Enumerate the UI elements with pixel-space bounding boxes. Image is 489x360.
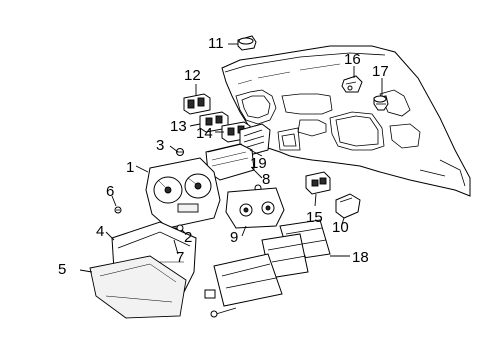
callout-13: 13 [170, 118, 187, 135]
callout-19: 19 [250, 155, 267, 172]
callout-1: 1 [126, 159, 134, 176]
part-12-switch [183, 93, 211, 115]
callout-3: 3 [156, 137, 164, 154]
part-1-instrument-cluster [145, 157, 221, 229]
callout-16: 16 [344, 51, 361, 68]
callout-15: 15 [306, 209, 323, 226]
part-9-bezel [225, 187, 285, 229]
part-16-bracket [341, 75, 363, 93]
callout-10: 10 [332, 219, 349, 236]
callout-12: 12 [184, 67, 201, 84]
callout-labels: 11 16 17 12 13 14 3 19 1 8 6 15 10 4 9 2… [58, 35, 389, 278]
callout-9: 9 [230, 229, 238, 246]
callout-2: 2 [184, 229, 192, 246]
part-3-screw [176, 148, 184, 156]
callout-8: 8 [262, 171, 270, 188]
callout-11: 11 [208, 35, 224, 52]
part-13-switch [199, 111, 229, 133]
instrument-panel [221, 45, 471, 197]
callout-18: 18 [352, 249, 369, 266]
part-5-lens [89, 255, 187, 319]
callout-17: 17 [372, 63, 389, 80]
callout-7: 7 [176, 249, 184, 266]
callout-6: 6 [106, 183, 114, 200]
part-11-knob [237, 35, 257, 51]
part-18-panel-assembly [204, 219, 331, 318]
callout-5: 5 [58, 261, 66, 278]
callout-4: 4 [96, 223, 104, 240]
part-10-cap [335, 193, 361, 219]
leader-lines [79, 43, 383, 273]
part-6-screw [114, 206, 122, 214]
part-17-plug [373, 95, 389, 111]
part-15-switch [305, 171, 331, 195]
callout-14: 14 [196, 125, 213, 142]
